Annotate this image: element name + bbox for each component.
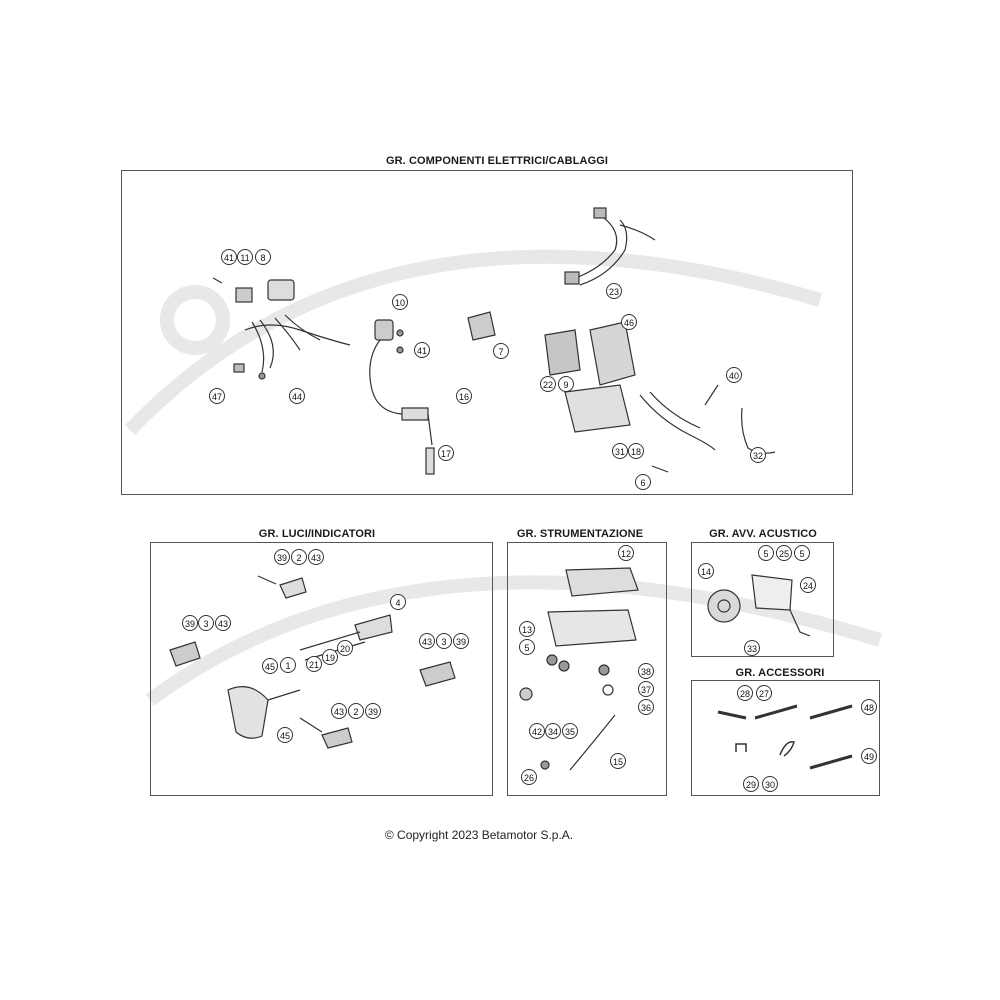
- part-callout[interactable]: 48: [861, 699, 877, 715]
- horn-group-title: GR. AVV. ACUSTICO: [709, 528, 817, 540]
- part-callout[interactable]: 6: [635, 474, 651, 490]
- part-callout[interactable]: 35: [562, 723, 578, 739]
- part-callout[interactable]: 11: [237, 249, 253, 265]
- part-callout[interactable]: 49: [861, 748, 877, 764]
- part-callout[interactable]: 42: [529, 723, 545, 739]
- part-callout[interactable]: 7: [493, 343, 509, 359]
- part-callout[interactable]: 33: [744, 640, 760, 656]
- accessories-clips: [735, 741, 795, 757]
- lights-group-title: GR. LUCI/INDICATORI: [258, 528, 376, 540]
- part-callout[interactable]: 24: [800, 577, 816, 593]
- part-callout[interactable]: 30: [762, 776, 778, 792]
- accessories-group-drawings: [717, 704, 853, 770]
- copyright-notice: © Copyright 2023 Betamotor S.p.A.: [384, 828, 574, 842]
- part-callout[interactable]: 16: [456, 388, 472, 404]
- part-callout[interactable]: 18: [628, 443, 644, 459]
- part-callout[interactable]: 19: [322, 649, 338, 665]
- part-callout[interactable]: 40: [726, 367, 742, 383]
- lights-group-drawings: [169, 575, 456, 749]
- part-callout[interactable]: 2: [348, 703, 364, 719]
- part-callout[interactable]: 9: [558, 376, 574, 392]
- part-callout[interactable]: 12: [618, 545, 634, 561]
- part-callout[interactable]: 5: [519, 639, 535, 655]
- part-callout[interactable]: 41: [414, 342, 430, 358]
- part-callout[interactable]: 22: [540, 376, 556, 392]
- part-callout[interactable]: 27: [756, 685, 772, 701]
- part-callout[interactable]: 29: [743, 776, 759, 792]
- part-callout[interactable]: 21: [306, 656, 322, 672]
- part-callout[interactable]: 39: [453, 633, 469, 649]
- part-callout[interactable]: 46: [621, 314, 637, 330]
- horn-group-drawings: [707, 574, 811, 637]
- lights-group-frame: [150, 542, 493, 796]
- part-callout[interactable]: 26: [521, 769, 537, 785]
- part-callout[interactable]: 4: [390, 594, 406, 610]
- part-callout[interactable]: 3: [436, 633, 452, 649]
- part-callout[interactable]: 45: [262, 658, 278, 674]
- part-callout[interactable]: 17: [438, 445, 454, 461]
- instrument-group-drawings: [519, 567, 639, 771]
- part-callout[interactable]: 43: [215, 615, 231, 631]
- watermark: [124, 249, 883, 706]
- part-callout[interactable]: 28: [737, 685, 753, 701]
- part-callout[interactable]: 47: [209, 388, 225, 404]
- part-callout[interactable]: 39: [182, 615, 198, 631]
- wiring-group-frame: [121, 170, 853, 495]
- horn-group-frame: [691, 542, 834, 657]
- part-callout[interactable]: 39: [365, 703, 381, 719]
- instrument-group-title: GR. STRUMENTAZIONE: [516, 528, 644, 540]
- accessories-group-title: GR. ACCESSORI: [735, 667, 825, 679]
- part-callout[interactable]: 43: [419, 633, 435, 649]
- part-callout[interactable]: 25: [776, 545, 792, 561]
- part-callout[interactable]: 32: [750, 447, 766, 463]
- part-callout[interactable]: 41: [221, 249, 237, 265]
- wiring-group-title: GR. COMPONENTI ELETTRICI/CABLAGGI: [385, 155, 609, 167]
- part-callout[interactable]: 43: [308, 549, 324, 565]
- part-callout[interactable]: 3: [198, 615, 214, 631]
- part-callout[interactable]: 23: [606, 283, 622, 299]
- accessories-group-frame: [691, 680, 880, 796]
- part-callout[interactable]: 14: [698, 563, 714, 579]
- part-callout[interactable]: 15: [610, 753, 626, 769]
- part-callout[interactable]: 34: [545, 723, 561, 739]
- instrument-group-frame: [507, 542, 667, 796]
- part-callout[interactable]: 37: [638, 681, 654, 697]
- part-callout[interactable]: 13: [519, 621, 535, 637]
- part-callout[interactable]: 1: [280, 657, 296, 673]
- part-callout[interactable]: 31: [612, 443, 628, 459]
- part-callout[interactable]: 45: [277, 727, 293, 743]
- part-callout[interactable]: 2: [291, 549, 307, 565]
- part-callout[interactable]: 38: [638, 663, 654, 679]
- part-callout[interactable]: 5: [758, 545, 774, 561]
- part-callout[interactable]: 5: [794, 545, 810, 561]
- part-callout[interactable]: 20: [337, 640, 353, 656]
- part-callout[interactable]: 43: [331, 703, 347, 719]
- wiring-group-drawings: [212, 207, 776, 475]
- part-callout[interactable]: 8: [255, 249, 271, 265]
- part-callout[interactable]: 39: [274, 549, 290, 565]
- part-callout[interactable]: 44: [289, 388, 305, 404]
- part-callout[interactable]: 10: [392, 294, 408, 310]
- part-callout[interactable]: 36: [638, 699, 654, 715]
